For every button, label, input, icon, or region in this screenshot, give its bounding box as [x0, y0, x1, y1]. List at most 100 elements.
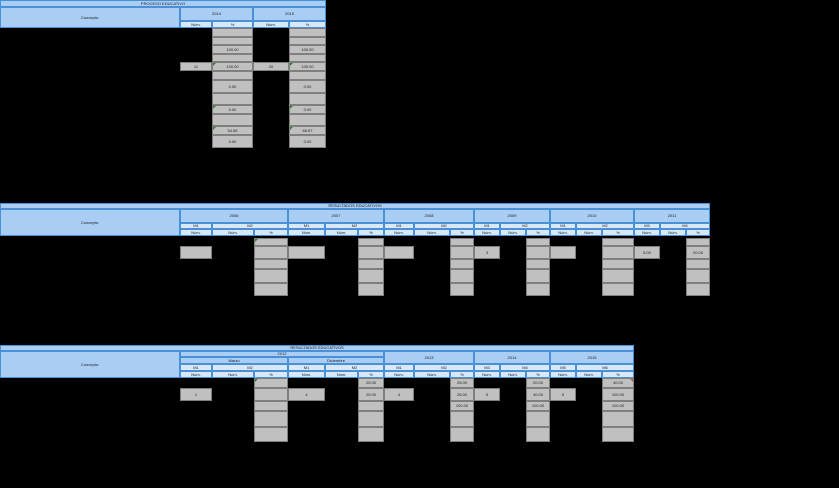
data-cell[interactable] — [526, 411, 550, 427]
data-cell[interactable] — [526, 238, 550, 246]
data-cell[interactable]: 66.67 — [289, 126, 326, 135]
data-cell[interactable] — [526, 259, 550, 269]
data-cell[interactable] — [602, 427, 634, 442]
data-cell[interactable] — [358, 427, 384, 442]
data-cell[interactable] — [526, 246, 550, 259]
data-cell[interactable] — [212, 114, 253, 126]
data-cell[interactable] — [450, 238, 474, 246]
data-cell[interactable] — [358, 259, 384, 269]
data-cell[interactable] — [686, 269, 710, 283]
data-cell[interactable] — [450, 427, 474, 442]
data-cell[interactable] — [602, 411, 634, 427]
data-cell[interactable] — [450, 269, 474, 283]
data-cell[interactable] — [450, 411, 474, 427]
data-cell[interactable]: 25.00 — [358, 388, 384, 401]
data-cell[interactable] — [526, 269, 550, 283]
data-cell[interactable]: 5 — [550, 388, 576, 401]
data-cell[interactable] — [254, 378, 288, 388]
data-cell[interactable] — [212, 71, 253, 80]
data-cell[interactable]: 5 — [474, 388, 500, 401]
data-cell[interactable] — [602, 269, 634, 283]
data-cell[interactable]: 0.00 — [212, 105, 253, 114]
data-cell[interactable] — [602, 246, 634, 259]
data-cell[interactable] — [450, 259, 474, 269]
data-cell[interactable]: 5.00 — [634, 246, 660, 259]
num-header: Núm. — [384, 371, 414, 378]
data-cell[interactable]: 0.00 — [212, 80, 253, 93]
data-cell[interactable]: 0.00 — [289, 80, 326, 93]
data-cell[interactable] — [526, 283, 550, 296]
data-cell[interactable] — [450, 246, 474, 259]
data-cell[interactable] — [686, 259, 710, 269]
data-cell[interactable]: 100.00 — [289, 62, 326, 71]
data-cell[interactable] — [212, 28, 253, 37]
data-cell[interactable]: 54.55 — [212, 126, 253, 135]
data-cell[interactable] — [254, 283, 288, 296]
data-cell[interactable] — [602, 283, 634, 296]
data-cell[interactable]: 4 — [288, 388, 325, 401]
concepto-header: Concepto: — [0, 351, 180, 378]
data-cell[interactable]: 4 — [384, 388, 414, 401]
data-cell[interactable] — [358, 401, 384, 411]
data-cell[interactable]: 25.00 — [450, 378, 474, 388]
data-cell[interactable] — [254, 238, 288, 246]
data-cell[interactable]: 11 — [180, 62, 212, 71]
data-cell[interactable]: 20.00 — [686, 246, 710, 259]
data-cell[interactable]: 0.00 — [212, 135, 253, 148]
data-cell[interactable] — [180, 246, 212, 259]
data-cell[interactable] — [384, 246, 414, 259]
data-cell[interactable] — [289, 71, 326, 80]
data-cell[interactable] — [450, 283, 474, 296]
data-cell[interactable]: 100.00 — [526, 401, 550, 411]
data-cell[interactable]: 20 — [253, 62, 289, 71]
data-cell[interactable] — [686, 238, 710, 246]
data-cell[interactable]: 20.00 — [526, 378, 550, 388]
data-cell[interactable] — [254, 259, 288, 269]
num-header: Núm. — [212, 229, 254, 236]
m-header: M2 — [500, 223, 550, 229]
data-cell[interactable] — [254, 411, 288, 427]
data-cell[interactable]: 100.00 — [212, 62, 253, 71]
data-cell[interactable]: 100.00 — [602, 388, 634, 401]
data-cell[interactable] — [289, 28, 326, 37]
data-cell[interactable] — [254, 401, 288, 411]
data-cell[interactable] — [358, 283, 384, 296]
m-header: M1 — [384, 223, 414, 229]
data-cell[interactable]: 0.00 — [289, 105, 326, 114]
data-cell[interactable] — [358, 246, 384, 259]
data-cell[interactable] — [288, 246, 325, 259]
data-cell[interactable] — [602, 238, 634, 246]
data-cell[interactable] — [289, 37, 326, 45]
data-cell[interactable]: 40.00 — [526, 388, 550, 401]
data-cell[interactable]: 100.00 — [450, 401, 474, 411]
data-cell[interactable] — [254, 246, 288, 259]
pct-header: % — [686, 229, 710, 236]
data-cell[interactable] — [212, 37, 253, 45]
data-cell[interactable] — [212, 54, 253, 62]
data-cell[interactable]: 25.00 — [450, 388, 474, 401]
pct-header: % — [358, 371, 384, 378]
num-header: Núm. — [660, 229, 686, 236]
data-cell[interactable]: 25.00 — [358, 378, 384, 388]
data-cell[interactable]: 0.00 — [289, 135, 326, 148]
data-cell[interactable] — [602, 259, 634, 269]
data-cell[interactable] — [254, 427, 288, 442]
data-cell[interactable] — [254, 269, 288, 283]
data-cell[interactable] — [289, 93, 326, 105]
data-cell[interactable]: 100.00 — [289, 45, 326, 54]
data-cell[interactable]: 3 — [474, 246, 500, 259]
data-cell[interactable] — [289, 54, 326, 62]
data-cell[interactable] — [550, 246, 576, 259]
data-cell[interactable]: 100.00 — [602, 401, 634, 411]
data-cell[interactable] — [358, 238, 384, 246]
data-cell[interactable]: 40.00 — [602, 378, 634, 388]
data-cell[interactable] — [289, 114, 326, 126]
data-cell[interactable] — [358, 411, 384, 427]
data-cell[interactable] — [686, 283, 710, 296]
data-cell[interactable]: 1 — [180, 388, 212, 401]
data-cell[interactable]: 100.00 — [212, 45, 253, 54]
data-cell[interactable] — [212, 93, 253, 105]
data-cell[interactable] — [358, 269, 384, 283]
data-cell[interactable] — [526, 427, 550, 442]
data-cell[interactable] — [254, 388, 288, 401]
